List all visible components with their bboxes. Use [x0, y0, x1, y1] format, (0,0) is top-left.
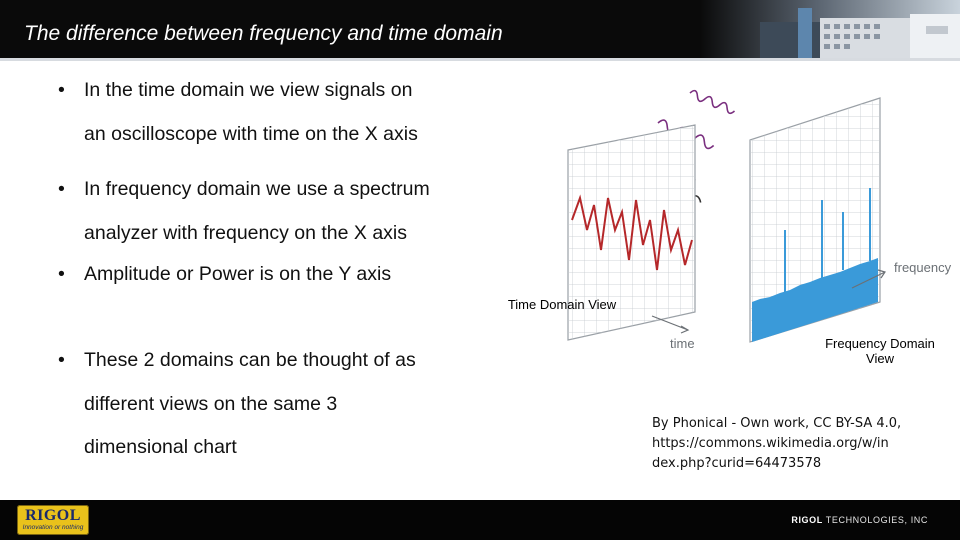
- credit-line: dex.php?curid=64473578: [652, 456, 822, 471]
- time-domain-panel: [567, 124, 696, 341]
- footer-bar: [0, 500, 960, 540]
- bullet-line: These 2 domains can be thought of as: [84, 349, 416, 371]
- frequency-axis-arrow: [851, 269, 886, 289]
- bullet-dot: •: [58, 79, 65, 101]
- bullet-line: Amplitude or Power is on the Y axis: [84, 263, 392, 285]
- bullet-line: analyzer with frequency on the X axis: [84, 221, 408, 244]
- time-axis-label: time: [670, 336, 695, 351]
- bullet-line: dimensional chart: [84, 436, 237, 458]
- slide-title: The difference between frequency and tim…: [24, 22, 503, 45]
- bullet-dot: •: [58, 178, 65, 200]
- company-rest: TECHNOLOGIES, INC: [822, 515, 928, 525]
- time-frequency-illustration: frequency time: [567, 89, 952, 351]
- spectrum-peaks: [784, 188, 871, 293]
- bullet-line: In the time domain we view signals on: [84, 79, 413, 101]
- logo-word: RIGOL: [25, 507, 81, 524]
- frequency-domain-caption: Frequency Domain View: [825, 336, 935, 366]
- image-credit: By Phonical - Own work, CC BY-SA 4.0, ht…: [652, 414, 942, 474]
- frequency-axis-label: frequency: [894, 260, 952, 275]
- company-name: RIGOL TECHNOLOGIES, INC: [791, 515, 928, 525]
- bullet-time-domain: • In the time domain we view signals on …: [58, 69, 558, 157]
- company-bold: RIGOL: [791, 515, 823, 525]
- bullet-dot: •: [58, 263, 65, 285]
- building-photo: [700, 0, 960, 58]
- time-axis-arrow: [651, 315, 690, 334]
- frequency-domain-panel: [749, 97, 881, 343]
- bullet-line: In frequency domain we use a spectrum: [84, 178, 430, 200]
- logo-tagline: Innovation or nothing: [22, 524, 84, 531]
- title-bar: The difference between frequency and tim…: [0, 0, 960, 58]
- credit-line: https://commons.wikimedia.org/w/in: [652, 436, 889, 451]
- spectrum-fill: [752, 258, 878, 342]
- credit-line: By Phonical - Own work, CC BY-SA 4.0,: [652, 416, 902, 431]
- header-divider: [0, 58, 960, 61]
- bullet-amplitude: • Amplitude or Power is on the Y axis: [58, 253, 558, 297]
- bullet-dot: •: [58, 349, 65, 371]
- rigol-logo: RIGOL Innovation or nothing: [17, 505, 89, 535]
- bullet-line: an oscilloscope with time on the X axis: [84, 122, 418, 145]
- time-domain-caption: Time Domain View: [507, 297, 617, 312]
- bullet-two-views: • These 2 domains can be thought of as d…: [58, 339, 558, 471]
- bullet-frequency-domain: • In frequency domain we use a spectrum …: [58, 168, 558, 256]
- time-domain-trace: [571, 194, 693, 271]
- bullet-line: different views on the same 3: [84, 392, 338, 415]
